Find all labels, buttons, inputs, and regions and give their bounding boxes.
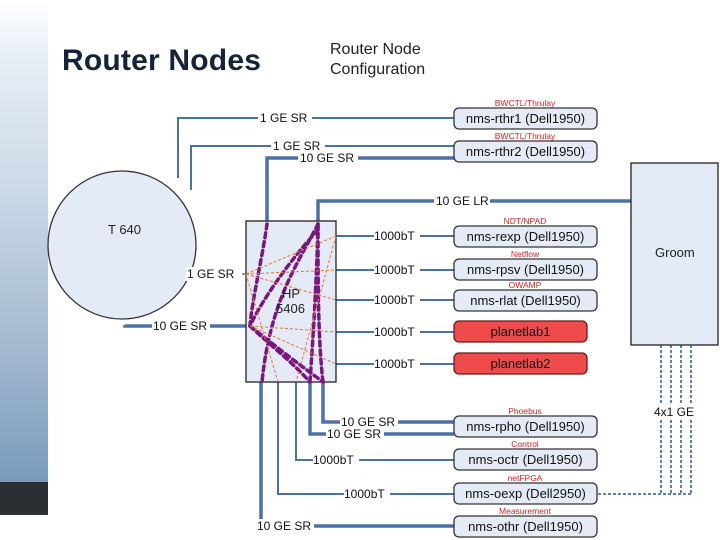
host-tag: NDT/NPAD xyxy=(504,216,547,226)
host-node[interactable]: BWCTL/Thrulay nms-rthr2 (Dell1950) xyxy=(453,131,598,163)
link-router-rthr1 xyxy=(177,117,454,178)
host-box[interactable] xyxy=(453,140,598,163)
groom-label: Groom xyxy=(655,245,695,260)
host-tag: Control xyxy=(511,439,539,449)
link-label-groom-uplink: 10 GE LR xyxy=(436,194,489,208)
host-label: nms-rexp (Dell1950) xyxy=(467,229,585,244)
host-node[interactable]: OWAMP nms-rlat (Dell1950) xyxy=(453,280,598,312)
host-box[interactable] xyxy=(453,415,598,438)
host-label: nms-rlat (Dell1950) xyxy=(470,293,581,308)
host-box[interactable] xyxy=(453,320,588,343)
host-box[interactable] xyxy=(453,448,598,471)
groom-device[interactable] xyxy=(630,162,719,346)
host-node[interactable]: planetlab1 xyxy=(453,320,588,343)
link-switch-rpho-a xyxy=(321,382,454,424)
host-tag: Phoebus xyxy=(508,406,542,416)
link-label-oexp: 1000bT xyxy=(344,487,385,501)
host-box[interactable] xyxy=(453,482,598,505)
link-router-rthr2 xyxy=(190,145,454,190)
host-box[interactable] xyxy=(453,515,598,538)
link-label-othr: 10 GE SR xyxy=(257,519,311,533)
host-label: nms-oexp (Dell2950) xyxy=(465,486,586,501)
link-label-octr: 1000bT xyxy=(313,453,354,467)
router-label: T 640 xyxy=(108,222,141,237)
link-label-port-4: 1000bT xyxy=(374,325,415,339)
link-label-port-3: 1000bT xyxy=(374,293,415,307)
link-label-rpho-a: 10 GE SR xyxy=(341,415,395,429)
link-label-router-switch-10g: 10 GE SR xyxy=(153,319,207,333)
host-label: nms-rthr1 (Dell1950) xyxy=(466,111,585,126)
link-label-rpho-b: 10 GE SR xyxy=(327,427,381,441)
host-label: planetlab2 xyxy=(491,356,551,371)
crossconnect-14 xyxy=(295,235,337,383)
crossconnect-11 xyxy=(249,325,337,333)
link-label-router-switch-1g: 1 GE SR xyxy=(187,267,235,281)
link-label-rthr1: 1 GE SR xyxy=(260,111,308,125)
crossconnect-1 xyxy=(248,222,269,328)
sidebar-gradient-bar xyxy=(0,0,48,482)
router-t640[interactable] xyxy=(47,170,197,320)
crossconnect-9 xyxy=(245,269,337,275)
link-label-rthr2-switch: 10 GE SR xyxy=(300,151,354,165)
host-tag: Measurement xyxy=(499,506,552,516)
diagram-subtitle: Router Node Configuration xyxy=(330,40,425,80)
host-node[interactable]: BWCTL/Thrulay nms-rthr1 (Dell1950) xyxy=(453,98,598,130)
host-label: nms-rpsv (Dell1950) xyxy=(467,262,584,277)
link-switch-rthr2 xyxy=(265,156,454,224)
host-label: nms-octr (Dell1950) xyxy=(468,452,582,467)
host-node[interactable]: Control nms-octr (Dell1950) xyxy=(453,439,598,471)
crossconnect-5 xyxy=(248,228,320,328)
switch-label-line2: 5406 xyxy=(276,301,305,316)
link-label-rthr2-router: 1 GE SR xyxy=(273,139,321,153)
host-node[interactable]: NDT/NPAD nms-rexp (Dell1950) xyxy=(453,216,598,248)
crossconnect-8 xyxy=(245,235,337,275)
link-switch-groom xyxy=(316,199,631,224)
host-node[interactable]: netFPGA nms-oexp (Dell2950) xyxy=(453,473,598,505)
sidebar-dark-band xyxy=(0,482,48,515)
host-box[interactable] xyxy=(453,225,598,248)
host-box[interactable] xyxy=(453,352,588,375)
host-label: nms-othr (Dell1950) xyxy=(468,519,583,534)
link-label-port-5: 1000bT xyxy=(374,357,415,371)
host-node[interactable]: planetlab2 xyxy=(453,352,588,375)
host-box[interactable] xyxy=(453,258,598,281)
host-node[interactable]: Measurement nms-othr (Dell1950) xyxy=(453,506,598,538)
host-label: nms-rthr2 (Dell1950) xyxy=(466,144,585,159)
crossconnect-12 xyxy=(249,325,337,365)
host-label: planetlab1 xyxy=(491,324,551,339)
page-title: Router Nodes xyxy=(62,44,262,77)
crossconnect-13 xyxy=(245,273,279,383)
host-tag: BWCTL/Thrulay xyxy=(495,131,556,141)
switch-label-line1: HP xyxy=(282,286,300,301)
host-tag: Netflow xyxy=(511,249,540,259)
crossconnect-10 xyxy=(245,273,337,301)
subtitle-line-2: Configuration xyxy=(330,61,426,78)
host-tag: netFPGA xyxy=(508,473,543,483)
host-box[interactable] xyxy=(453,289,598,312)
host-tag: OWAMP xyxy=(509,280,542,290)
link-switch-octr xyxy=(295,382,454,461)
link-label-port-2: 1000bT xyxy=(374,263,415,277)
link-label-groom-bundle: 4x1 GE xyxy=(654,405,694,419)
host-node[interactable]: Netflow nms-rpsv (Dell1950) xyxy=(453,249,598,281)
host-box[interactable] xyxy=(453,107,598,130)
link-switch-rpho-b xyxy=(308,382,454,436)
link-switch-oexp xyxy=(277,382,454,495)
crossconnect-7 xyxy=(248,324,325,384)
host-node[interactable]: Phoebus nms-rpho (Dell1950) xyxy=(453,406,598,438)
host-tag: BWCTL/Thrulay xyxy=(495,98,556,108)
host-label: nms-rpho (Dell1950) xyxy=(466,419,585,434)
link-label-port-1: 1000bT xyxy=(374,229,415,243)
subtitle-line-1: Router Node xyxy=(330,41,421,58)
crossconnect-4 xyxy=(308,222,320,384)
